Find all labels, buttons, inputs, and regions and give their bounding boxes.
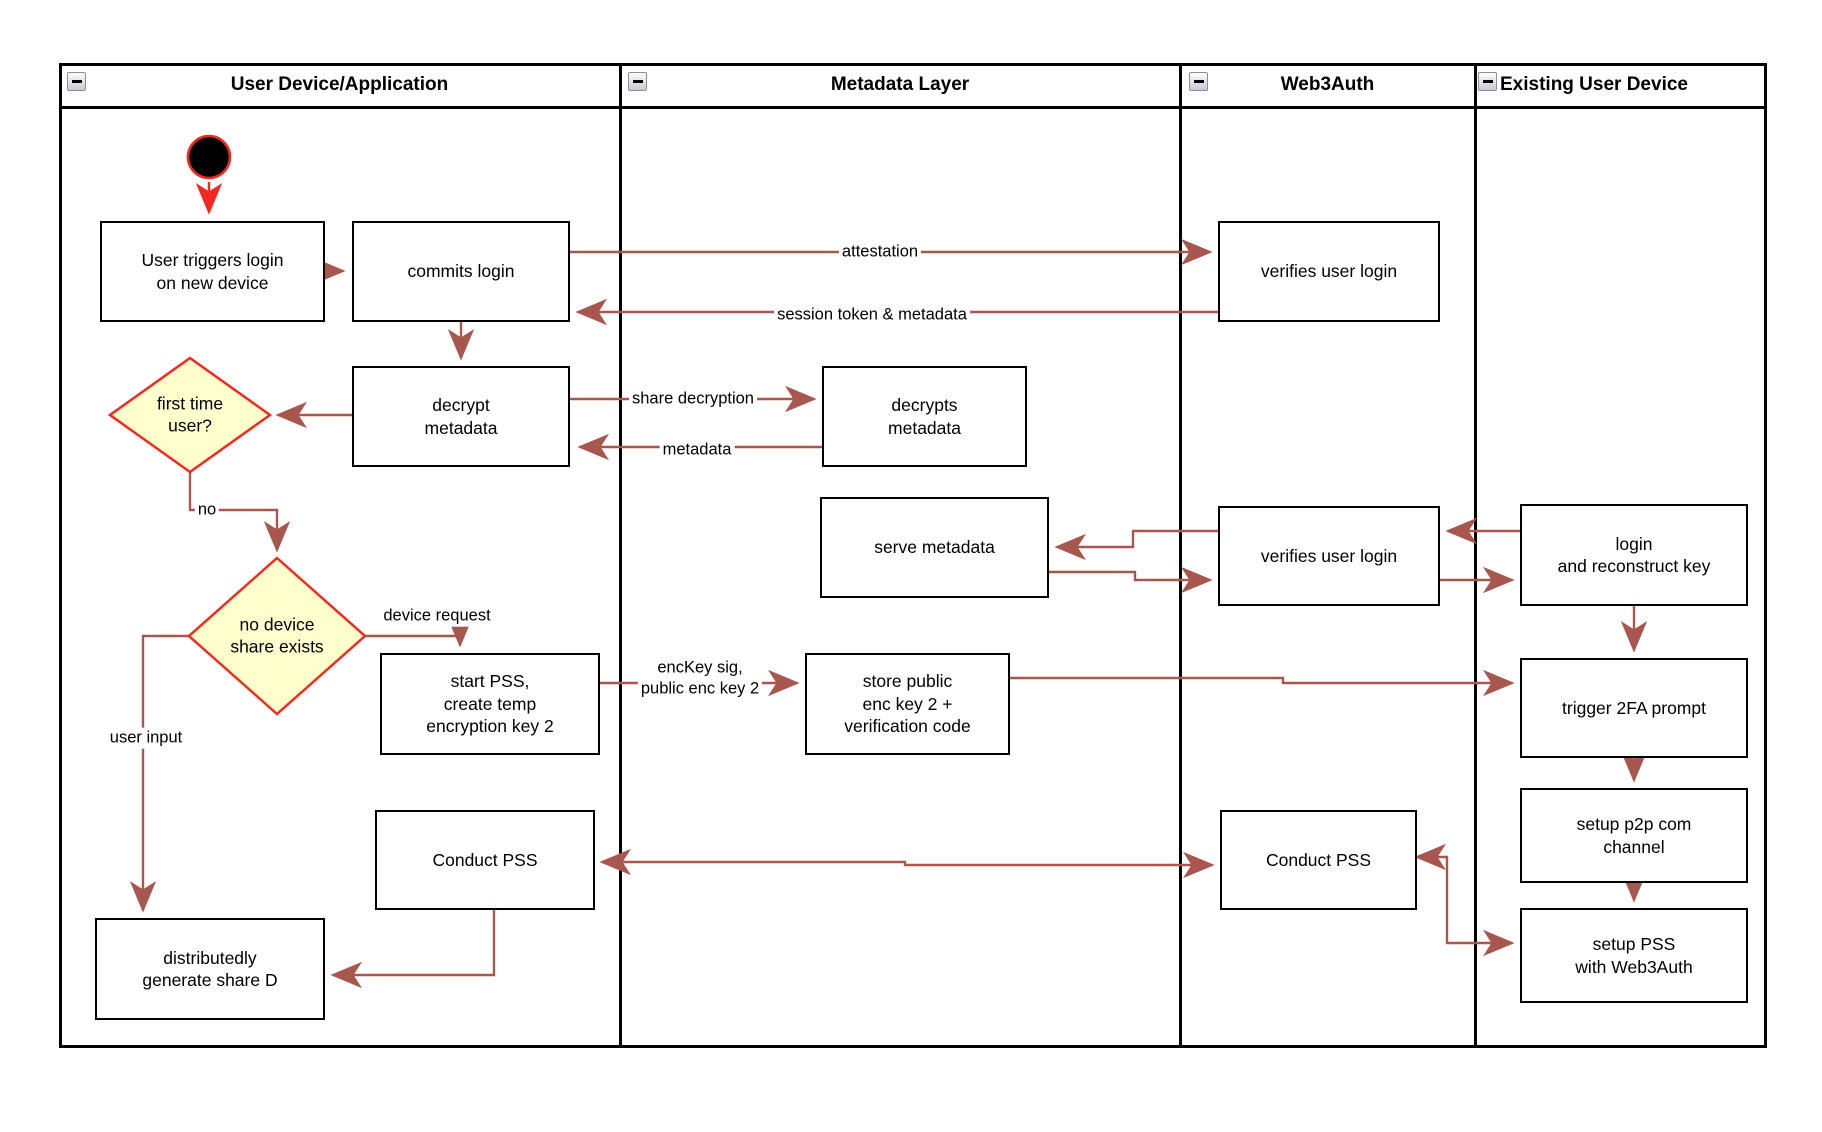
node-user-triggers-login[interactable]: User triggers login on new device [100,221,325,322]
node-label: login and reconstruct key [1557,533,1711,576]
node-label: verifies user login [1260,261,1398,282]
collapse-icon[interactable] [1478,72,1497,91]
edge-device-request [365,615,474,648]
decision-label-no-device: no device share exists [230,614,324,657]
node-decrypts-metadata[interactable]: decrypts metadata [822,366,1027,467]
collapse-icon[interactable] [67,72,86,91]
node-label: store public enc key 2 + verification co… [844,671,971,737]
frame-bottom [59,1045,1767,1048]
node-serve-metadata[interactable]: serve metadata [820,497,1049,598]
edge-label-user-input: user input [106,727,186,749]
lane-title-metadata-layer: Metadata Layer [830,74,970,95]
node-store-public-key[interactable]: store public enc key 2 + verification co… [805,653,1010,755]
minus-icon [71,80,82,83]
minus-icon [1193,80,1204,83]
edge-conduct-pss-link [599,848,1215,879]
edge-serve-to-verifies2 [1049,566,1213,594]
minus-icon [1482,80,1493,83]
edge-label-enckey: encKey sig, public enc key 2 [637,657,763,699]
node-label: decrypt metadata [424,395,498,438]
node-trigger-2fa[interactable]: trigger 2FA prompt [1520,658,1748,758]
node-label: start PSS, create temp encryption key 2 [426,671,554,737]
edge-verifies2-to-serve [1054,529,1218,561]
collapse-icon[interactable] [1189,72,1208,91]
node-label: User triggers login on new device [141,250,284,293]
node-verifies-user-login-1[interactable]: verifies user login [1218,221,1440,322]
edge-label-attestation: attestation [838,241,922,263]
node-verifies-user-login-2[interactable]: verifies user login [1218,506,1440,606]
lane-title-web3auth: Web3Auth [1280,74,1375,95]
edge-label-metadata: metadata [659,439,735,461]
node-label: Conduct PSS [432,849,538,870]
edge-conduct-to-distributedly [330,910,496,989]
edge-store-to-trigger [1010,669,1515,697]
node-label: serve metadata [874,537,995,558]
edge-label-no: no [194,499,220,521]
minus-icon [632,80,643,83]
lane-border-2 [1179,63,1182,1048]
edge-label-device-request: device request [380,605,494,627]
edge-user-input [129,634,189,913]
frame-left [59,63,62,1048]
node-label: decrypts metadata [888,395,961,438]
node-label: verifies user login [1260,545,1398,566]
lane-border-1 [619,63,622,1048]
node-conduct-pss-user[interactable]: Conduct PSS [375,810,595,910]
edge-label-share-decryption: share decryption [629,388,757,410]
node-login-reconstruct-key[interactable]: login and reconstruct key [1520,504,1748,606]
node-label: distributedly generate share D [142,947,278,990]
node-label: commits login [407,261,515,282]
node-label: trigger 2FA prompt [1562,697,1706,718]
edge-label-session-token: session token & metadata [774,304,970,326]
node-conduct-pss-web3[interactable]: Conduct PSS [1220,810,1417,910]
start-node[interactable] [186,134,232,180]
lane-title-existing-user-device: Existing User Device [1500,74,1688,95]
decision-label-first-time: first time user? [156,393,224,436]
header-separator [59,106,1767,109]
node-label: setup PSS with Web3Auth [1575,934,1693,977]
lane-title-user-device: User Device/Application [230,74,449,95]
node-start-pss[interactable]: start PSS, create temp encryption key 2 [380,653,600,755]
lane-border-3 [1474,63,1477,1048]
node-setup-p2p[interactable]: setup p2p com channel [1520,788,1748,883]
node-label: Conduct PSS [1265,849,1372,870]
collapse-icon[interactable] [628,72,647,91]
node-commits-login[interactable]: commits login [352,221,570,322]
node-label: setup p2p com channel [1576,814,1692,857]
node-distributedly-generate[interactable]: distributedly generate share D [95,918,325,1020]
edge-conductweb3-setuppss-link [1414,843,1515,957]
frame-right [1764,63,1767,1048]
node-setup-pss-web3auth[interactable]: setup PSS with Web3Auth [1520,908,1748,1003]
frame-top [59,63,1767,66]
node-decrypt-metadata[interactable]: decrypt metadata [352,366,570,467]
